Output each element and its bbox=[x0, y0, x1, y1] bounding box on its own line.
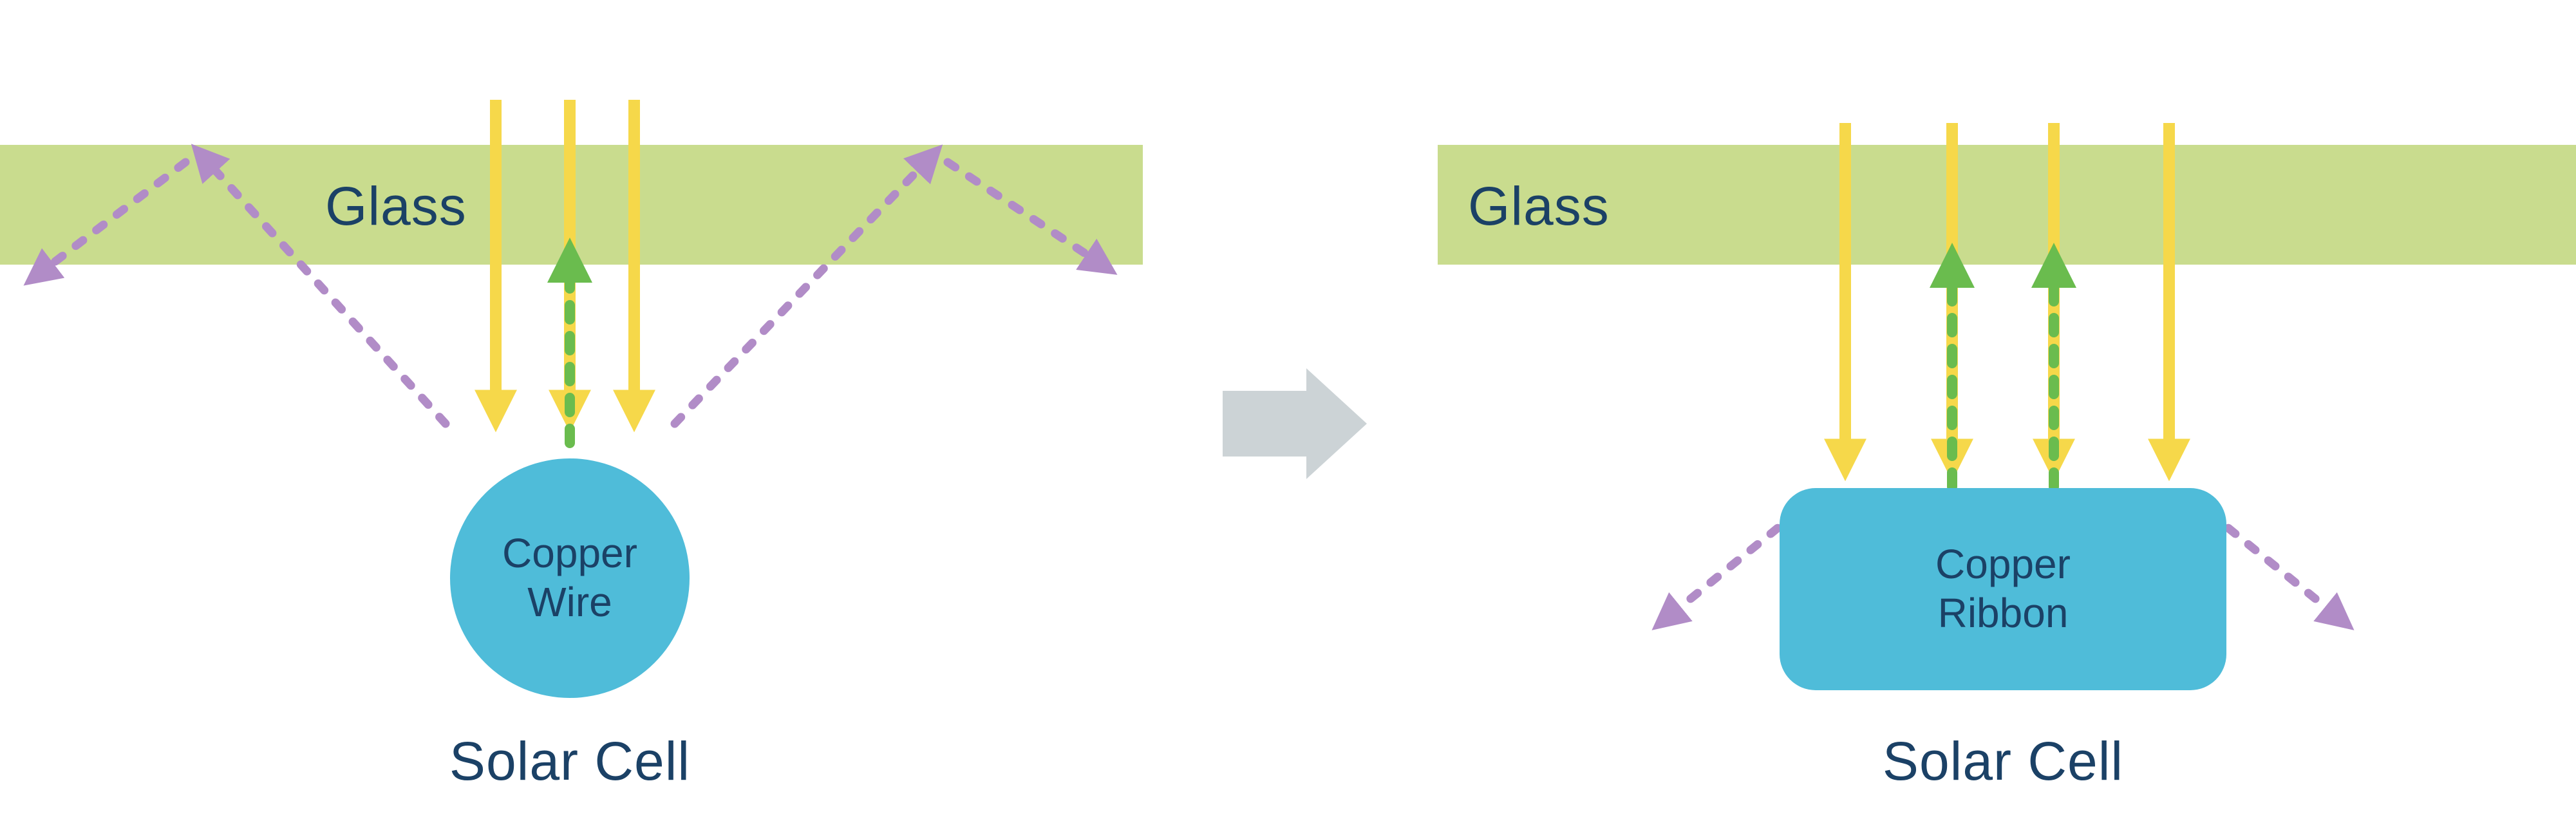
copper-wire-shape: Copper Wire bbox=[450, 458, 690, 698]
escaping-ray-arrow-icon bbox=[23, 158, 190, 286]
scattered-light-path-left bbox=[23, 144, 1118, 428]
solar-cell-label-left: Solar Cell bbox=[449, 731, 691, 791]
copper-wire-label: Copper Wire bbox=[502, 530, 637, 625]
copper-ribbon-shape: Copper Ribbon bbox=[1780, 488, 2226, 690]
incident-sunlight-arrows-right bbox=[1824, 123, 2190, 482]
transition-right-arrow-icon bbox=[1223, 368, 1367, 479]
back-reflected-light-arrows-right bbox=[1930, 243, 2076, 492]
glass-label-right: Glass bbox=[1468, 176, 1610, 236]
scattered-ray-arrow-icon bbox=[191, 144, 450, 428]
scattered-ray-arrow-icon bbox=[2204, 507, 2355, 630]
scattered-ray-arrow-icon bbox=[670, 144, 943, 428]
scattered-light-path-right bbox=[1651, 507, 2355, 630]
solar-cell-label-right: Solar Cell bbox=[1882, 731, 2124, 791]
glass-label-left: Glass bbox=[325, 176, 467, 236]
copper-ribbon-label: Copper Ribbon bbox=[1935, 541, 2071, 636]
scattered-ray-arrow-icon bbox=[1651, 507, 1802, 630]
escaping-ray-arrow-icon bbox=[943, 158, 1118, 275]
glass-layer-right bbox=[1438, 145, 2576, 265]
